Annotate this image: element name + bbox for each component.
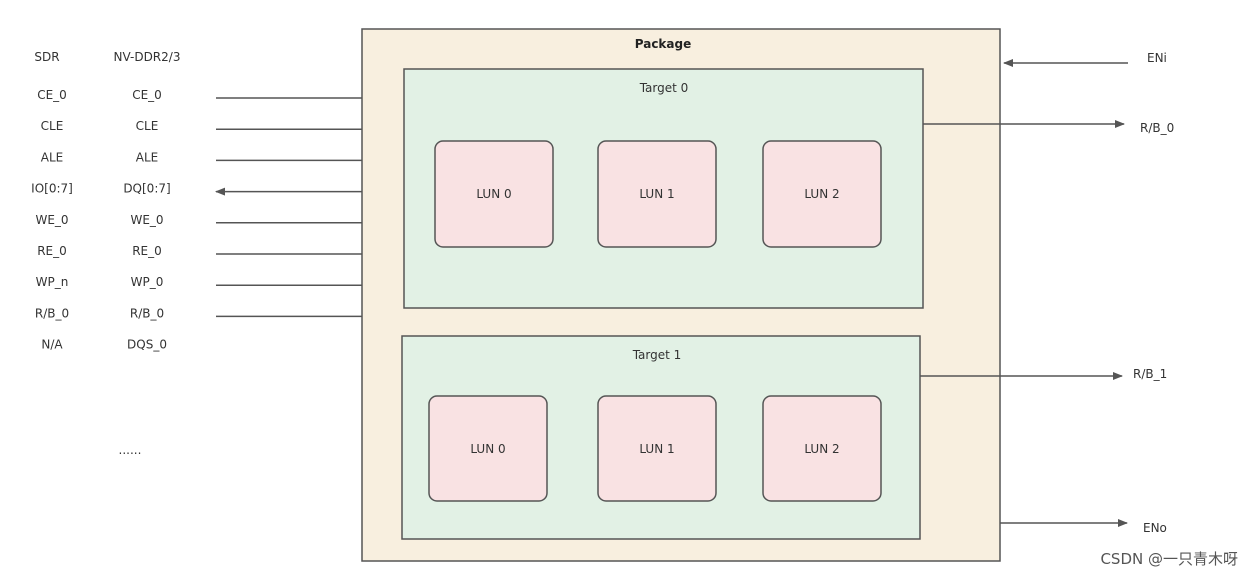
watermark: CSDN @一只青木呀	[1100, 550, 1238, 568]
target-1-lun-2	[762, 395, 882, 502]
package-title: Package	[635, 37, 692, 51]
nvddr-signal-label: CE_0	[132, 88, 162, 102]
target-1-lun-0-label: LUN 0	[470, 442, 505, 456]
target-0-lun-2-label: LUN 2	[804, 187, 839, 201]
nvddr-signal-label: RE_0	[132, 244, 162, 258]
sdr-signal-label: IO[0:7]	[31, 182, 73, 196]
sdr-signal-label: R/B_0	[35, 306, 69, 320]
target-0-lun-0	[434, 140, 554, 248]
nvddr-column-header: NV-DDR2/3	[114, 50, 181, 64]
sdr-signal-label: ALE	[41, 150, 63, 164]
sdr-signal-label: WE_0	[35, 213, 68, 227]
sdr-signal-label: CLE	[41, 119, 64, 133]
nvddr-signal-label: CLE	[136, 119, 159, 133]
sdr-signal-label: CE_0	[37, 88, 67, 102]
sdr-signal-label: N/A	[41, 338, 63, 352]
rb0-label: R/B_0	[1140, 121, 1174, 135]
target-0-lun-1	[597, 140, 717, 248]
eno-label: ENo	[1143, 521, 1167, 535]
rb1-label: R/B_1	[1133, 367, 1167, 381]
nvddr-signal-label: WP_0	[131, 275, 164, 289]
target-0-lun-2	[762, 140, 882, 248]
target-1-title: Target 1	[632, 348, 682, 362]
target-0-lun-1-label: LUN 1	[639, 187, 674, 201]
eni-label: ENi	[1147, 51, 1167, 65]
nvddr-signal-label: R/B_0	[130, 306, 164, 320]
target-0-title: Target 0	[639, 81, 689, 95]
target-0-lun-0-label: LUN 0	[476, 187, 511, 201]
nvddr-signal-label: ALE	[136, 150, 158, 164]
more-signals-ellipsis: ......	[119, 443, 142, 457]
target-1-lun-1	[597, 395, 717, 502]
nvddr-signal-label: DQ[0:7]	[123, 182, 170, 196]
target-1-lun-2-label: LUN 2	[804, 442, 839, 456]
target-1-lun-0	[428, 395, 548, 502]
sdr-signal-label: RE_0	[37, 244, 67, 258]
sdr-column-header: SDR	[34, 50, 59, 64]
sdr-signal-label: WP_n	[36, 275, 69, 289]
target-1-lun-1-label: LUN 1	[639, 442, 674, 456]
nvddr-signal-label: DQS_0	[127, 338, 167, 352]
nvddr-signal-label: WE_0	[130, 213, 163, 227]
